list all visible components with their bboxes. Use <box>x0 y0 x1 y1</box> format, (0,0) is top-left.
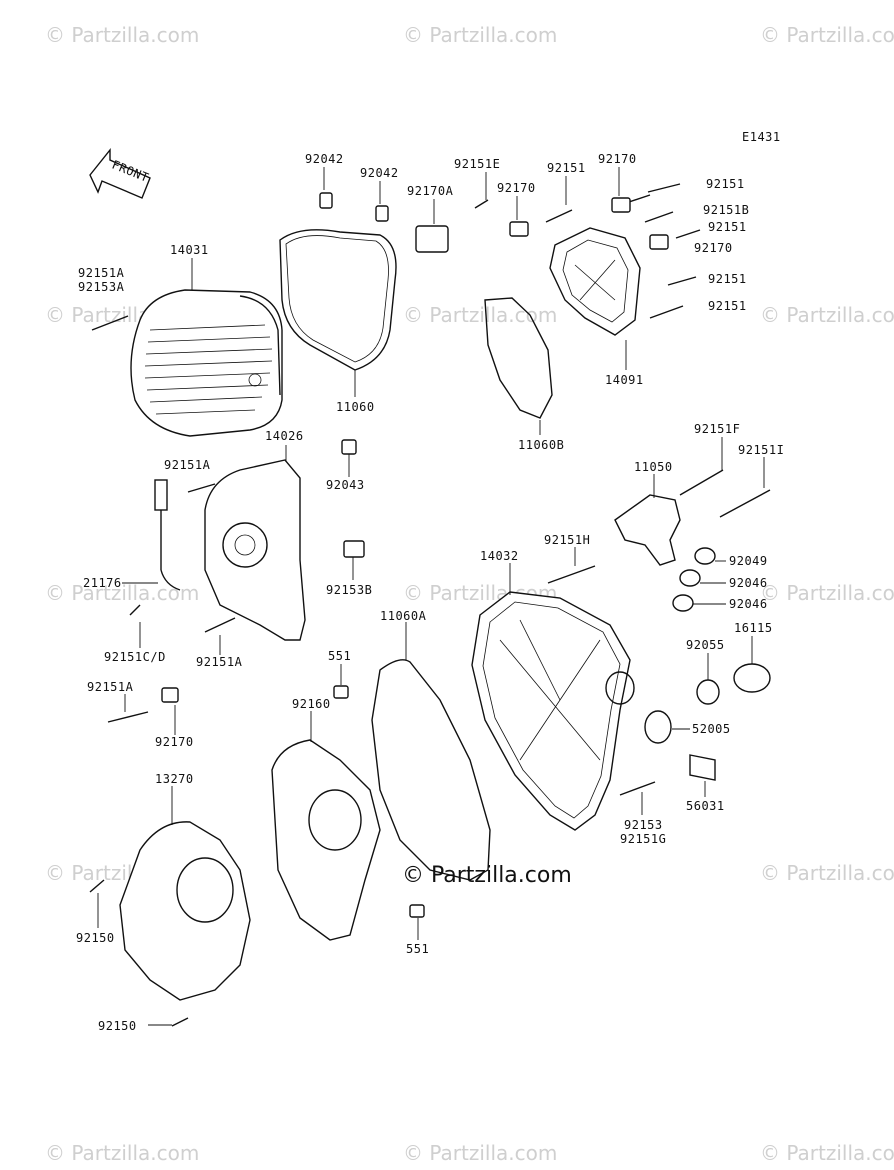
part-label: 92151 <box>708 299 747 313</box>
plate-13270 <box>119 821 251 1001</box>
part-label: 92150 <box>98 1019 137 1033</box>
part-label: 92151 <box>708 220 747 234</box>
part-label: 551 <box>406 942 429 956</box>
part-label: 92151E <box>454 157 500 171</box>
part-label: 92042 <box>305 152 344 166</box>
watermark: © Partzilla.com <box>403 1141 557 1165</box>
part-label: 92151 <box>706 177 745 191</box>
clamp-92170-top <box>509 221 529 237</box>
part-label: 92170 <box>694 241 733 255</box>
part-label: 13270 <box>155 772 194 786</box>
part-label: 21176 <box>83 576 122 590</box>
part-label: 52005 <box>692 722 731 736</box>
part-label: 92151C/D <box>104 650 166 664</box>
plate-92160 <box>271 739 381 941</box>
part-label: 92151 <box>708 272 747 286</box>
tube-21176 <box>154 479 181 591</box>
watermark: © Partzilla.com <box>45 23 199 47</box>
part-label: 92046 <box>729 597 768 611</box>
clutch-cover-14032 <box>471 591 635 831</box>
part-label: 92170 <box>598 152 637 166</box>
part-label: 92049 <box>729 554 768 568</box>
watermark: © Partzilla.com <box>45 581 199 605</box>
cap-16115 <box>733 663 771 693</box>
seal-92046a <box>679 569 701 587</box>
clamp-92170-r <box>649 234 669 250</box>
watermark: © Partzilla.com <box>760 23 894 47</box>
clamp-92170-bl <box>161 687 179 703</box>
watermark: © Partzilla.com <box>760 581 894 605</box>
part-label: 92153B <box>326 583 372 597</box>
seal-92046b <box>672 594 694 612</box>
oring-92055 <box>696 679 720 705</box>
generator-cover-14031 <box>130 289 283 437</box>
part-label: 14032 <box>480 549 519 563</box>
label-56031 <box>689 754 716 781</box>
watermark: © Partzilla.com <box>403 303 557 327</box>
bolts <box>89 183 771 1027</box>
part-labels: 92042 92042 92151E 92170A 92151 92170 92… <box>76 152 784 1033</box>
part-label: 14031 <box>170 243 209 257</box>
watermark: © Partzilla.com <box>760 303 894 327</box>
part-label: 56031 <box>686 799 725 813</box>
part-label: 92160 <box>292 697 331 711</box>
part-label: 92170 <box>155 735 194 749</box>
center-watermark: © Partzilla.com <box>402 863 572 888</box>
figure-code: E1431 <box>742 130 781 144</box>
part-label: 92153A <box>78 280 125 294</box>
gasket-11060a <box>371 659 491 881</box>
dowel-92153b <box>343 540 365 558</box>
part-label: 92151A <box>164 458 211 472</box>
part-label: 92151A <box>196 655 243 669</box>
part-label: 92042 <box>360 166 399 180</box>
part-label: 11060B <box>518 438 564 452</box>
dowel-551b <box>409 904 425 918</box>
part-label: 92151A <box>87 680 134 694</box>
clamp-92170a <box>415 225 449 253</box>
part-label: 92151F <box>694 422 740 436</box>
front-arrow-icon: FRONT <box>89 148 151 199</box>
gasket-11060 <box>279 229 397 371</box>
dowel-551a <box>333 685 349 699</box>
part-label: 14091 <box>605 373 644 387</box>
bracket-11050 <box>614 494 681 566</box>
part-label: 92153 <box>624 818 663 832</box>
part-label: 16115 <box>734 621 773 635</box>
part-label: 92151I <box>738 443 784 457</box>
part-label: 92043 <box>326 478 365 492</box>
cover-14026 <box>204 459 306 641</box>
watermark: © Partzilla.com <box>45 1141 199 1165</box>
front-arrow-label: FRONT <box>110 158 151 185</box>
dowel-92042b <box>375 205 389 222</box>
gasket-11060b <box>484 297 553 419</box>
part-label: 92151A <box>78 266 125 280</box>
part-label: 92150 <box>76 931 115 945</box>
part-label: 92151G <box>620 832 666 846</box>
leader-lines <box>97 167 765 1026</box>
watermark: © Partzilla.com <box>760 1141 894 1165</box>
part-label: 92151H <box>544 533 590 547</box>
part-label: 14026 <box>265 429 304 443</box>
part-label: 92055 <box>686 638 725 652</box>
part-label: 92170 <box>497 181 536 195</box>
part-label: 92046 <box>729 576 768 590</box>
seal-52005 <box>644 710 672 744</box>
part-label: 11060A <box>380 609 427 623</box>
watermark: © Partzilla.com <box>760 861 894 885</box>
dowel-92043 <box>341 439 357 455</box>
dowel-92042a <box>319 192 333 209</box>
part-label: 11060 <box>336 400 375 414</box>
watermark: © Partzilla.com <box>403 23 557 47</box>
part-label: 11050 <box>634 460 673 474</box>
cover-14091 <box>549 227 641 336</box>
part-label: 551 <box>328 649 351 663</box>
clamp-92170-mid <box>611 197 631 213</box>
seal-92049 <box>694 547 716 565</box>
part-label: 92151B <box>703 203 749 217</box>
part-label: 92151 <box>547 161 586 175</box>
part-label: 92170A <box>407 184 454 198</box>
